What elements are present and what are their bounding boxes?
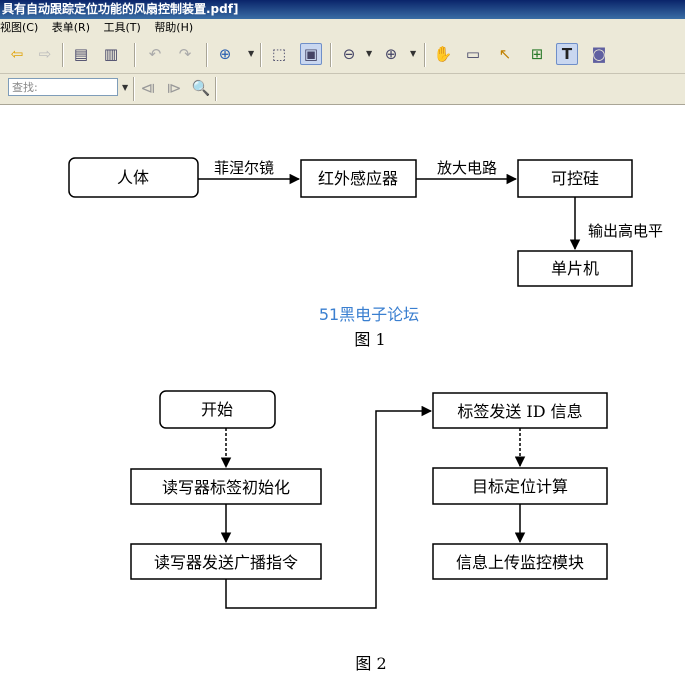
fig1-caption: 图 1 bbox=[354, 330, 385, 349]
zoom-plus-icon[interactable]: ⊕ bbox=[384, 45, 398, 63]
fig2-node-upload-monitor bbox=[432, 543, 608, 580]
main-toolbar: ⇦ ⇨ ▤ ▥ ↶ ↷ ⊕ ▼ ⬚ ▣ ⊖ ▼ ⊕ ▼ ✋ ▭ ↖ ⊞ T ◙ bbox=[0, 37, 685, 74]
fig2-node-start-label: 开始 bbox=[201, 400, 233, 419]
zoom-out-dropdown-icon[interactable]: ▼ bbox=[366, 49, 373, 58]
zoom-out-icon[interactable]: ⊖ bbox=[342, 45, 356, 63]
text-tool-icon[interactable]: T bbox=[556, 43, 578, 65]
fig1-node-human-label: 人体 bbox=[117, 168, 149, 187]
pointer-icon[interactable]: ↖ bbox=[498, 45, 512, 63]
hand-tool-icon[interactable]: ✋ bbox=[433, 45, 453, 63]
menu-bar: 视图(C) 表单(R) 工具(T) 帮助(H) bbox=[0, 19, 685, 37]
find-toolbar: 查找: ▼ ⧏ ⧐ 🔍 bbox=[0, 74, 685, 105]
fig1-node-scr bbox=[517, 159, 633, 198]
search-input[interactable]: 查找: bbox=[8, 78, 118, 96]
fig1-node-ir-sensor bbox=[300, 159, 417, 198]
fig2-node-locate-calc-label: 目标定位计算 bbox=[472, 477, 568, 496]
zoom-dropdown-icon[interactable]: ▼ bbox=[248, 49, 255, 58]
find-next-icon[interactable]: ⧐ bbox=[166, 79, 182, 97]
search-magnifier-icon[interactable]: 🔍 bbox=[191, 79, 211, 97]
fig2-node-reader-broadcast-label: 读写器发送广播指令 bbox=[154, 553, 298, 572]
toolbar-separator bbox=[330, 43, 332, 67]
fit-page-icon[interactable]: ⬚ bbox=[271, 45, 287, 63]
fig1-node-human bbox=[68, 157, 199, 198]
snapshot-camera-icon[interactable]: ◙ bbox=[591, 45, 607, 63]
fit-width-icon[interactable]: ▣ bbox=[300, 43, 322, 65]
fig2-node-reader-init-label: 读写器标签初始化 bbox=[162, 478, 290, 497]
fig2-node-locate-calc bbox=[432, 467, 608, 505]
flowchart-canvas: 人体 红外感应器 可控硅 单片机 菲涅尔镜 放大电路 输出高电平 51黑电子论坛… bbox=[68, 157, 663, 673]
menu-tools[interactable]: 工具(T) bbox=[103, 21, 141, 34]
document-page: 人体 红外感应器 可控硅 单片机 菲涅尔镜 放大电路 输出高电平 51黑电子论坛… bbox=[0, 105, 685, 685]
menu-view[interactable]: 视图(C) bbox=[0, 21, 39, 34]
zoom-in-icon[interactable]: ⊕ bbox=[218, 45, 232, 63]
select-text-icon[interactable]: ▭ bbox=[465, 45, 481, 63]
toolbar-separator bbox=[134, 43, 136, 67]
redo-icon[interactable]: ↷ bbox=[178, 45, 192, 63]
watermark-text: 51黑电子论坛 bbox=[319, 305, 419, 324]
fig2-caption: 图 2 bbox=[355, 654, 386, 673]
undo-icon[interactable]: ↶ bbox=[148, 45, 162, 63]
find-previous-icon[interactable]: ⧏ bbox=[140, 79, 156, 97]
forward-arrow-icon[interactable]: ⇨ bbox=[38, 45, 52, 63]
fig1-edge-high-level-label: 输出高电平 bbox=[588, 222, 663, 240]
toolbar-separator bbox=[215, 77, 217, 101]
search-dropdown-icon[interactable]: ▼ bbox=[122, 83, 129, 92]
fig1-node-mcu-label: 单片机 bbox=[551, 259, 599, 278]
toolbar-separator bbox=[424, 43, 426, 67]
menu-forms[interactable]: 表单(R) bbox=[51, 21, 90, 34]
fig2-node-upload-monitor-label: 信息上传监控模块 bbox=[456, 553, 584, 572]
page-up-icon[interactable]: ▥ bbox=[103, 45, 119, 63]
toolbar-separator bbox=[206, 43, 208, 67]
fig2-edge-broadcast-to-tag bbox=[225, 405, 433, 609]
fig1-edge-fresnel-label: 菲涅尔镜 bbox=[214, 159, 274, 177]
fig2-node-tag-send-id-label: 标签发送 ID 信息 bbox=[457, 402, 582, 421]
toolbar-separator bbox=[62, 43, 64, 67]
fig1-node-ir-sensor-label: 红外感应器 bbox=[318, 169, 398, 188]
toolbar-separator bbox=[260, 43, 262, 67]
back-arrow-icon[interactable]: ⇦ bbox=[10, 45, 24, 63]
menu-help[interactable]: 帮助(H) bbox=[154, 21, 194, 34]
zoom-plus-dropdown-icon[interactable]: ▼ bbox=[410, 49, 417, 58]
page-down-icon[interactable]: ▤ bbox=[73, 45, 89, 63]
window-title: 具有自动跟踪定位功能的风扇控制装置.pdf] bbox=[2, 2, 239, 16]
fig1-node-scr-label: 可控硅 bbox=[551, 169, 599, 188]
window-title-bar[interactable]: 具有自动跟踪定位功能的风扇控制装置.pdf] bbox=[0, 0, 685, 19]
fig2-node-start bbox=[159, 390, 276, 429]
find-binoculars-icon[interactable]: ⊞ bbox=[530, 45, 544, 63]
fig1-node-mcu bbox=[517, 250, 633, 287]
fig1-edge-amplifier-label: 放大电路 bbox=[437, 159, 497, 177]
toolbar-separator bbox=[133, 77, 135, 101]
